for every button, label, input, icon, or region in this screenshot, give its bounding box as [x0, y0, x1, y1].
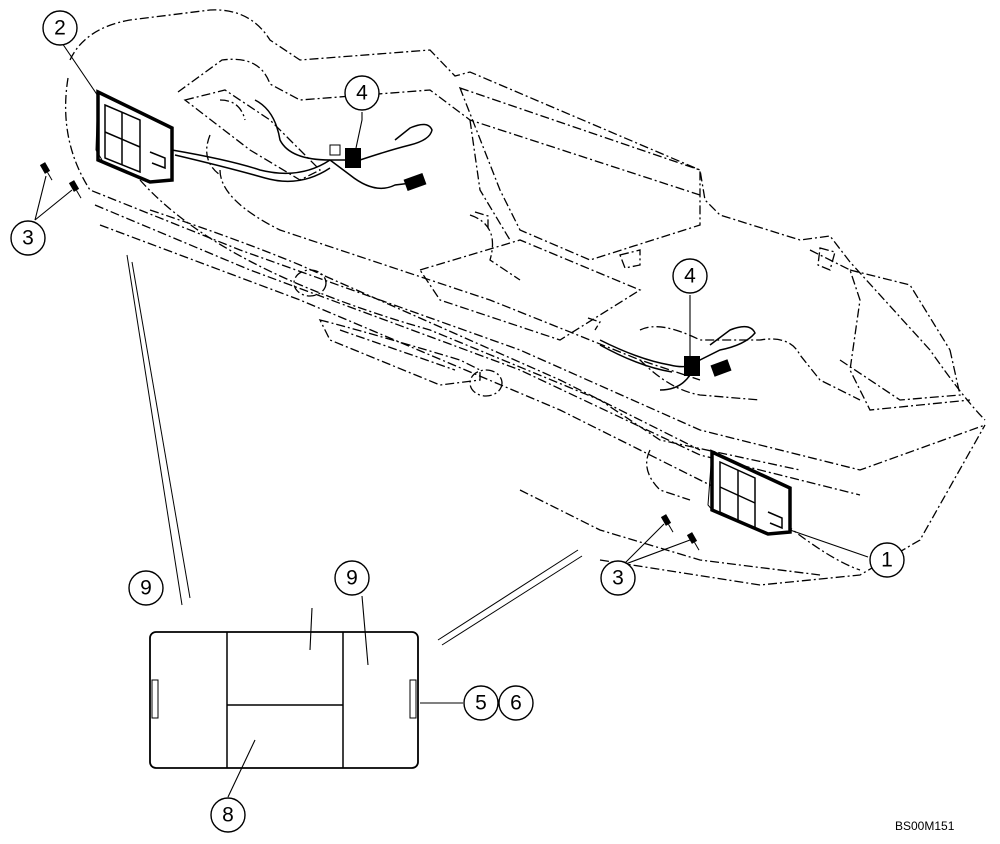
leader-lines: [34, 39, 869, 798]
callout-1: 1: [869, 542, 905, 578]
callout-6: 6: [498, 685, 534, 721]
callout-4-right: 4: [672, 258, 708, 294]
svg-text:5: 5: [475, 692, 487, 715]
wiring-harness: [171, 99, 756, 391]
drawing-code: BS00M151: [895, 819, 955, 833]
svg-text:8: 8: [222, 804, 234, 827]
callout-8: 8: [210, 797, 246, 833]
callout-9-left: 9: [128, 570, 164, 606]
right-tail-lamp: [707, 449, 792, 536]
screw-icons: [39, 162, 700, 551]
callout-2: 2: [42, 10, 78, 46]
svg-text:1: 1: [881, 549, 893, 572]
counterweight-outline: [65, 9, 986, 586]
detail-projection-lines: [126, 254, 583, 646]
svg-text:9: 9: [140, 577, 152, 600]
svg-text:3: 3: [22, 227, 34, 250]
left-tail-lamp: [95, 89, 174, 184]
callout-4-top: 4: [344, 75, 380, 111]
lamp-lens-detail: [149, 631, 419, 769]
svg-text:4: 4: [356, 82, 368, 105]
svg-text:4: 4: [684, 265, 696, 288]
callout-3-right: 3: [600, 560, 636, 596]
svg-text:9: 9: [346, 567, 358, 590]
svg-text:6: 6: [510, 692, 522, 715]
callout-5: 5: [463, 685, 499, 721]
callout-9-center: 9: [334, 560, 370, 596]
callout-3-left: 3: [10, 220, 46, 256]
svg-text:2: 2: [54, 17, 66, 40]
svg-text:3: 3: [612, 567, 624, 590]
